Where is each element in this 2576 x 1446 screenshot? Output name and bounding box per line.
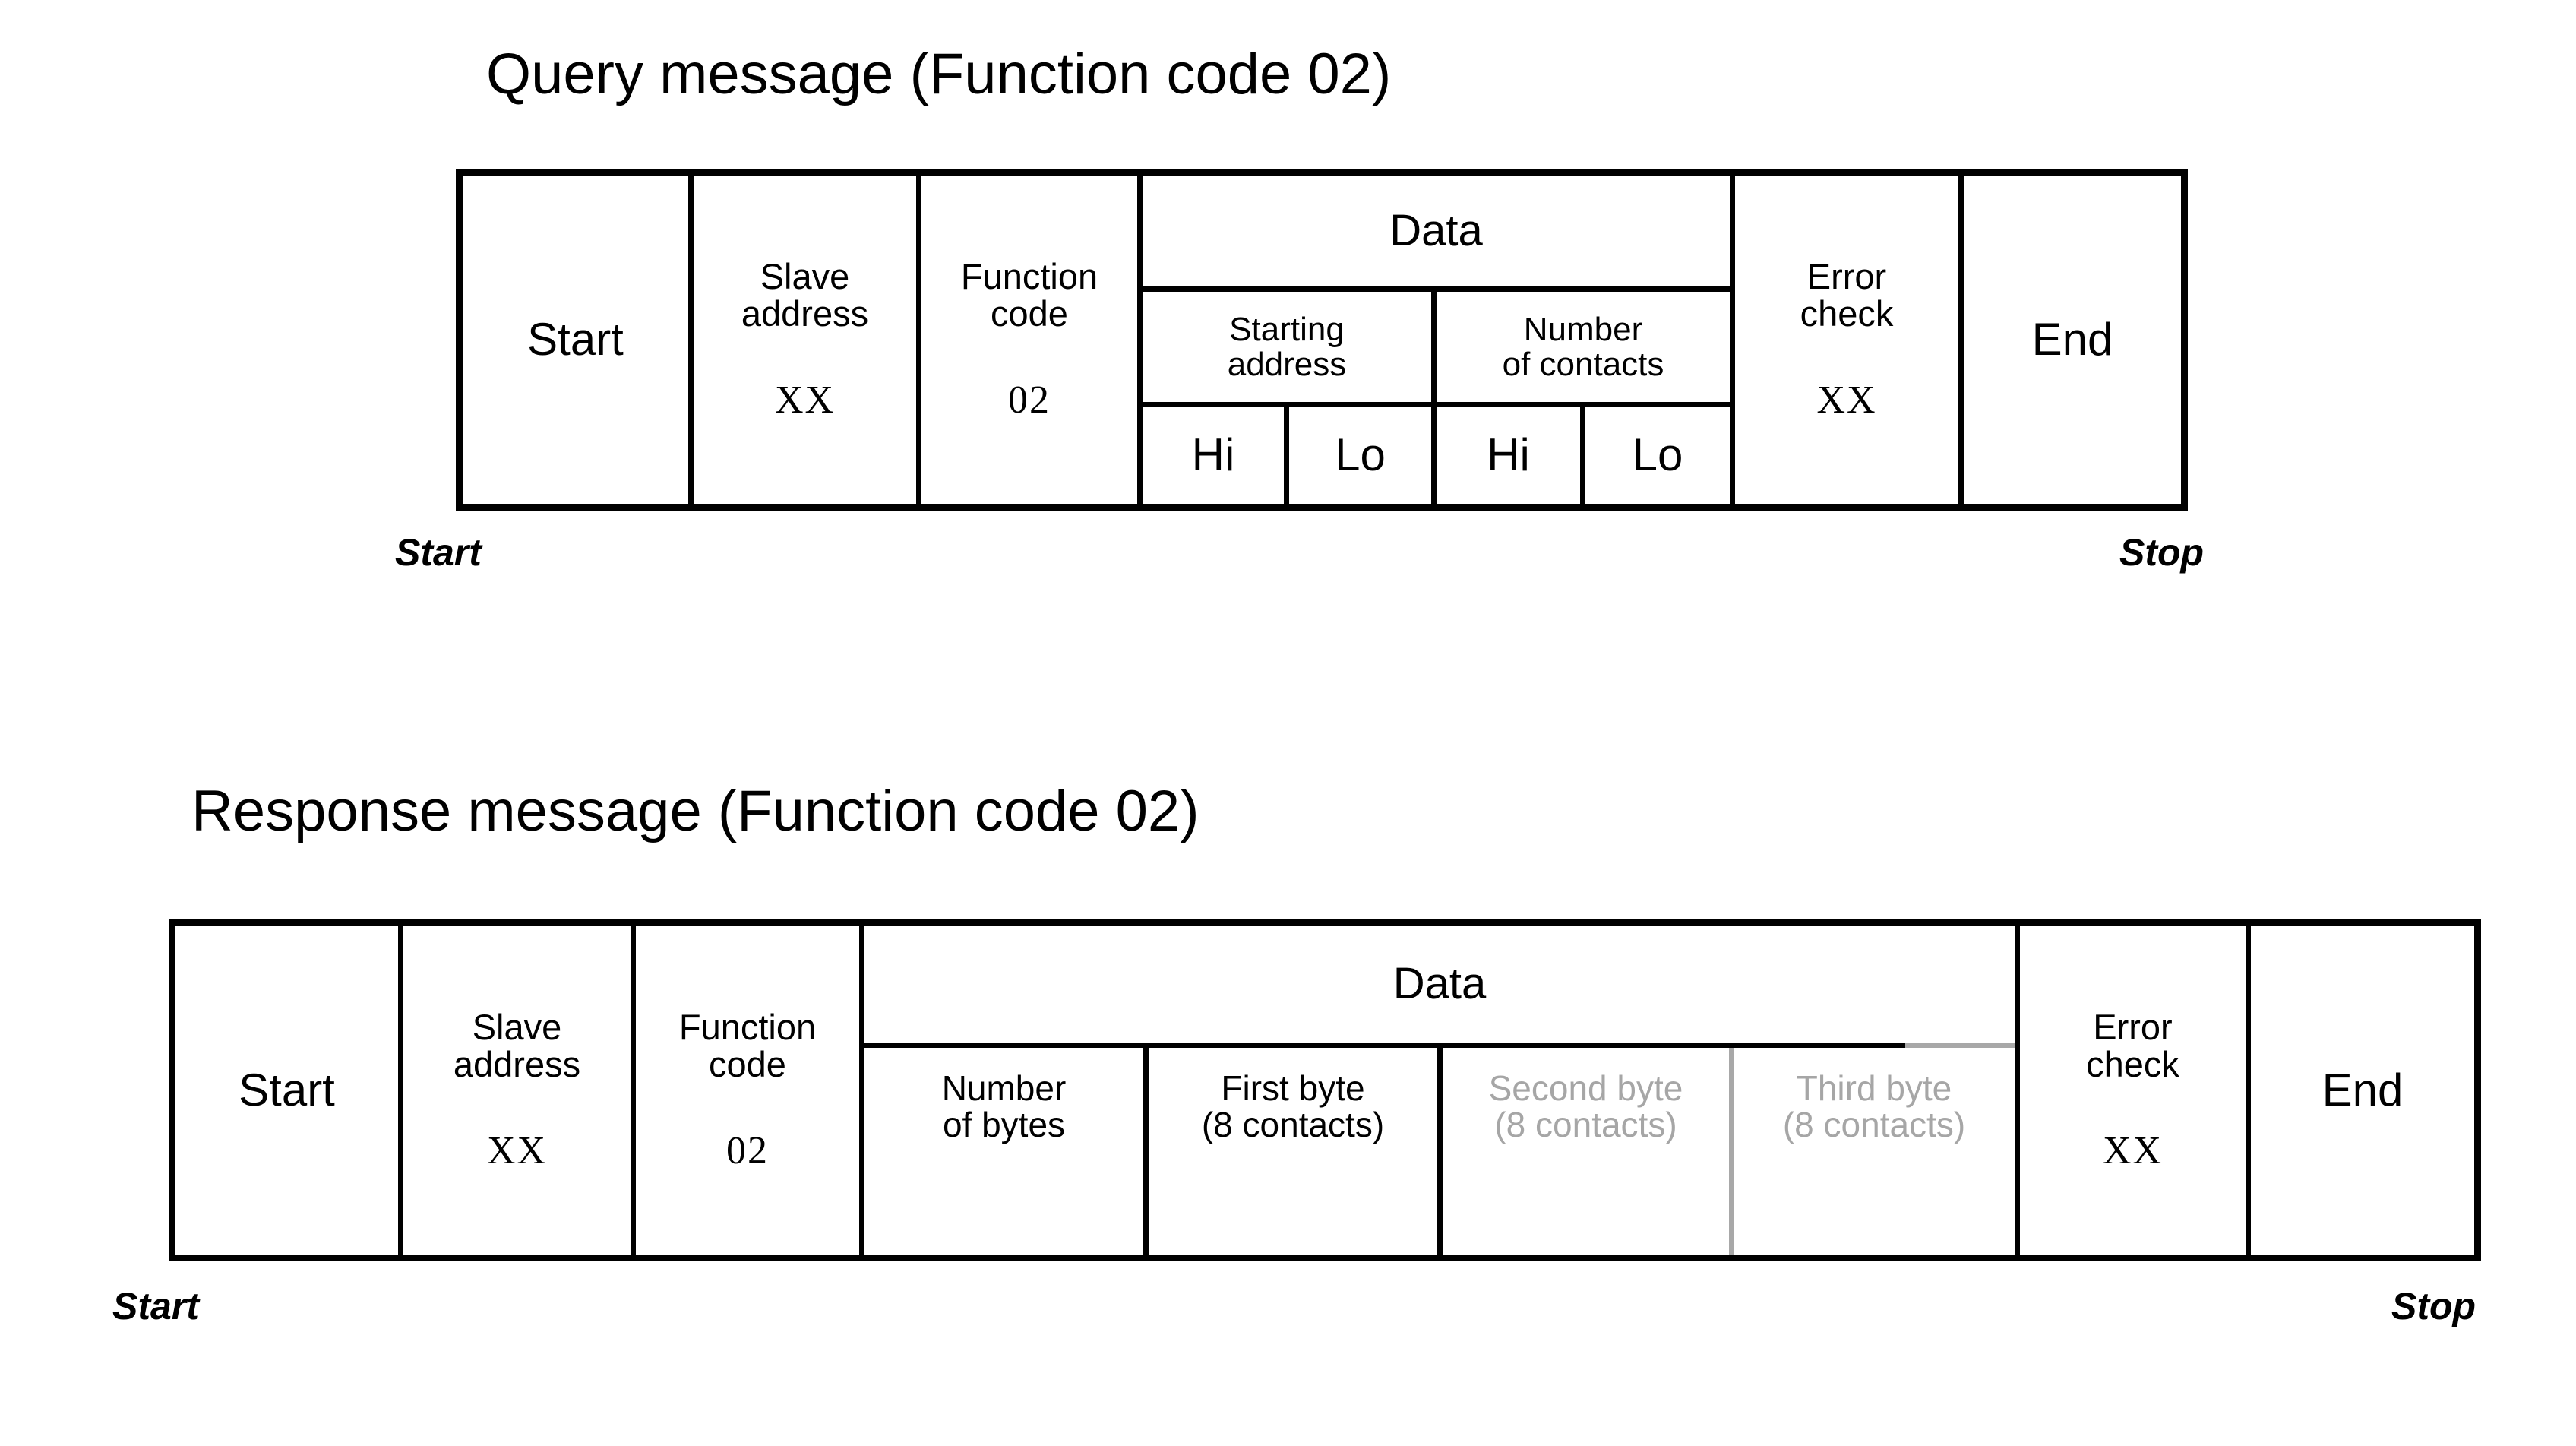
response-data-header-rule-muted <box>1905 1043 2015 1048</box>
response-cell-function-code: Function code 02 <box>636 926 859 1255</box>
query-cell-function-code: Function code 02 <box>921 176 1137 504</box>
response-cell-second-byte: Second byte (8 contacts) <box>1443 1048 1729 1255</box>
response-stop-caption: Stop <box>2391 1285 2476 1327</box>
response-second-byte-line1: Second byte <box>1488 1068 1683 1108</box>
query-function-code-line2: code <box>991 293 1068 334</box>
query-cell-starting-address-lo: Lo <box>1289 407 1431 504</box>
response-cell-slave-address: Slave address XX <box>403 926 631 1255</box>
query-cell-end: End <box>1964 176 2181 504</box>
response-slave-address-value: XX <box>486 1128 548 1172</box>
response-function-code-value: 02 <box>726 1128 769 1172</box>
query-data-mid-divider <box>1431 292 1437 504</box>
query-start-label: Start <box>527 313 624 365</box>
response-error-check-line1: Error <box>2093 1007 2173 1048</box>
query-cell-error-check: Error check XX <box>1735 176 1958 504</box>
query-cell-number-of-contacts: Number of contacts <box>1437 292 1730 402</box>
response-third-byte-line2: (8 contacts) <box>1782 1104 1966 1144</box>
response-error-check-value: XX <box>2102 1128 2164 1172</box>
response-cell-data-header: Data <box>864 926 2015 1043</box>
query-message-frame <box>456 169 2188 511</box>
query-error-check-line1: Error <box>1806 256 1887 297</box>
response-function-code-line1: Function <box>678 1007 817 1048</box>
response-divider-1 <box>398 926 403 1255</box>
query-cell-data-header: Data <box>1143 176 1730 286</box>
query-starting-address-hi-label: Hi <box>1191 429 1235 481</box>
response-number-of-bytes-divider <box>1143 1048 1149 1255</box>
response-cell-third-byte: Third byte (8 contacts) <box>1734 1048 2015 1255</box>
query-divider-3 <box>1137 176 1143 504</box>
response-divider-3 <box>859 926 864 1255</box>
query-stop-caption: Stop <box>2119 531 2205 574</box>
response-divider-2 <box>631 926 636 1255</box>
query-cell-slave-address: Slave address XX <box>694 176 916 504</box>
response-first-byte-divider <box>1437 1048 1443 1255</box>
query-end-label: End <box>2031 313 2113 365</box>
query-divider-1 <box>688 176 694 504</box>
response-end-label: End <box>2322 1064 2404 1115</box>
response-cell-end: End <box>2251 926 2474 1255</box>
query-cell-starting-address-hi: Hi <box>1143 407 1284 504</box>
response-data-header-rule <box>864 1043 1905 1048</box>
response-function-code-line2: code <box>709 1043 786 1084</box>
query-number-of-contacts-line1: Number <box>1523 310 1643 348</box>
response-data-header-label: Data <box>1392 959 1487 1009</box>
response-number-of-bytes-line2: of bytes <box>942 1104 1066 1144</box>
response-message-title: Response message (Function code 02) <box>191 779 1199 843</box>
response-first-byte-line2: (8 contacts) <box>1201 1104 1385 1144</box>
response-number-of-bytes-line1: Number <box>941 1068 1067 1108</box>
response-first-byte-line1: First byte <box>1221 1068 1365 1108</box>
response-error-check-line2: check <box>2086 1043 2179 1084</box>
response-message-frame <box>169 919 2481 1261</box>
query-data-header-rule <box>1143 286 1730 292</box>
query-cell-number-of-contacts-hi: Hi <box>1437 407 1580 504</box>
query-error-check-line2: check <box>1800 293 1894 334</box>
query-slave-address-value: XX <box>774 378 836 422</box>
query-hi-lo-divider-1 <box>1284 407 1289 504</box>
query-slave-address-line2: address <box>741 293 869 334</box>
response-divider-4 <box>2015 926 2020 1255</box>
response-second-byte-line2: (8 contacts) <box>1494 1104 1677 1144</box>
query-divider-5 <box>1958 176 1964 504</box>
response-cell-error-check: Error check XX <box>2020 926 2246 1255</box>
query-function-code-value: 02 <box>1008 378 1051 422</box>
query-number-of-contacts-line2: of contacts <box>1502 345 1664 383</box>
query-start-caption: Start <box>395 531 482 574</box>
response-start-label: Start <box>239 1064 335 1115</box>
response-cell-start: Start <box>175 926 398 1255</box>
query-cell-starting-address: Starting address <box>1143 292 1431 402</box>
query-message-title: Query message (Function code 02) <box>486 42 1392 106</box>
query-cell-start: Start <box>463 176 688 504</box>
query-starting-address-lo-label: Lo <box>1335 429 1386 481</box>
response-start-caption: Start <box>112 1285 199 1327</box>
query-hi-lo-divider-2 <box>1580 407 1585 504</box>
query-divider-4 <box>1730 176 1735 504</box>
query-function-code-line1: Function <box>960 256 1098 297</box>
response-slave-address-line2: address <box>453 1043 581 1084</box>
response-cell-number-of-bytes: Number of bytes <box>864 1048 1143 1255</box>
response-second-byte-divider-muted <box>1729 1048 1734 1255</box>
response-cell-first-byte: First byte (8 contacts) <box>1149 1048 1437 1255</box>
query-starting-address-line2: address <box>1227 345 1347 383</box>
query-number-of-contacts-lo-label: Lo <box>1632 429 1683 481</box>
response-third-byte-line1: Third byte <box>1796 1068 1952 1108</box>
query-starting-address-line1: Starting <box>1229 310 1345 348</box>
query-cell-number-of-contacts-lo: Lo <box>1585 407 1730 504</box>
query-divider-2 <box>916 176 921 504</box>
query-data-header-label: Data <box>1389 205 1483 255</box>
query-slave-address-line1: Slave <box>760 256 850 297</box>
query-error-check-value: XX <box>1816 378 1877 422</box>
query-number-of-contacts-hi-label: Hi <box>1487 429 1530 481</box>
response-slave-address-line1: Slave <box>472 1007 562 1048</box>
response-divider-5 <box>2246 926 2251 1255</box>
